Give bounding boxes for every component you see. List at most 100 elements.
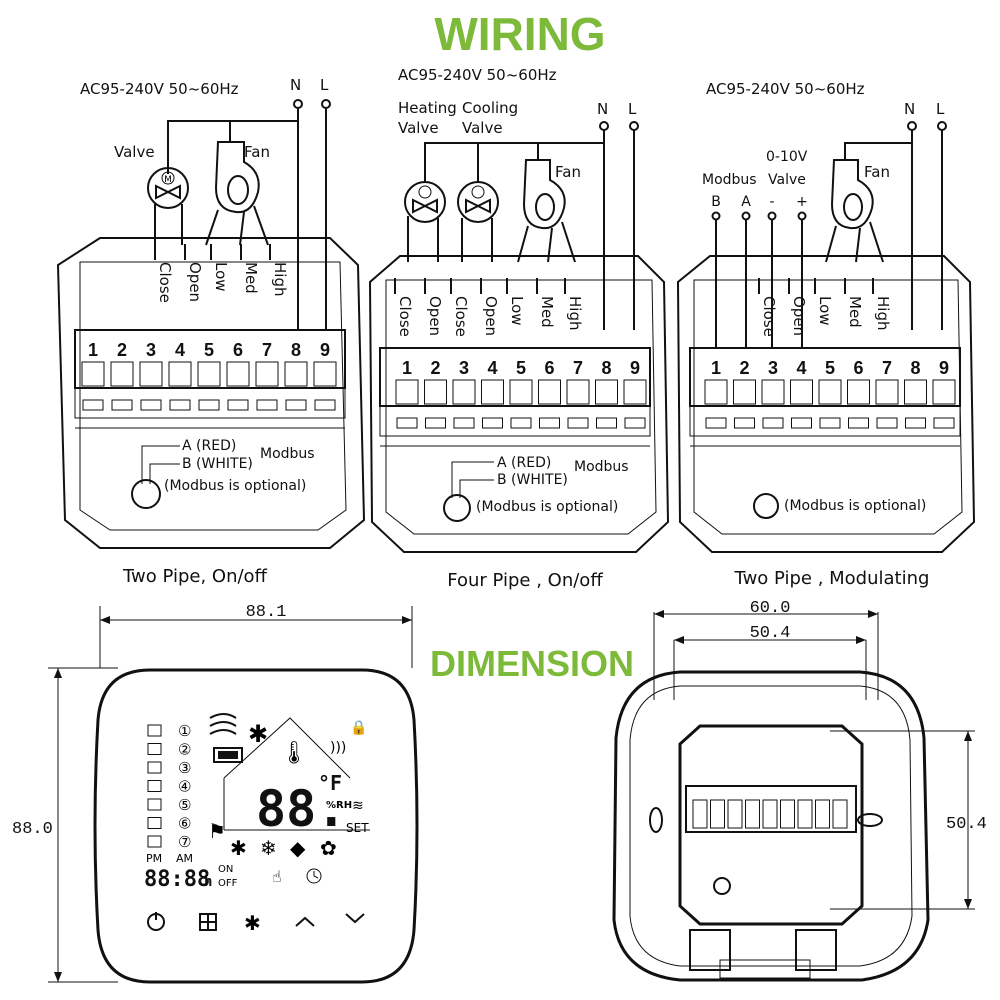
heating-label-1: Heating [398, 99, 457, 117]
modbus-port-icon [753, 493, 779, 519]
terminal-number: 2 [739, 358, 749, 378]
terminal-slot [481, 379, 504, 405]
terminal-number: 4 [175, 340, 185, 360]
wire-label: Close [156, 262, 174, 303]
cooling-valve-icon [457, 181, 499, 223]
terminal-slot [704, 379, 728, 405]
terminal-clamp [762, 417, 784, 429]
terminal-slot [110, 361, 134, 387]
menu-button[interactable] [199, 913, 217, 931]
terminal-slot [509, 379, 533, 405]
cooling-label-2: Valve [462, 119, 503, 137]
wire-label: High [566, 296, 584, 330]
back-outer-width-label: 60.0 [750, 599, 791, 618]
fan-icon [517, 159, 576, 263]
svg-text:M: M [164, 175, 172, 185]
snowflake-icon: ❄ [260, 836, 277, 860]
neutral-terminal-icon [599, 121, 609, 131]
temperature-readout: 88. [256, 780, 346, 838]
terminal-slot [761, 379, 785, 405]
wire-label: Open [482, 296, 500, 336]
pin-label: + [796, 194, 808, 210]
terminal-number: 6 [853, 358, 863, 378]
wire-label: Close [760, 296, 778, 337]
pin-terminal-icon [767, 211, 777, 221]
heating-label-2: Valve [398, 119, 439, 137]
terminal-number: 8 [291, 340, 301, 360]
off-label: OFF [218, 878, 238, 889]
dimension-title: DIMENSION [430, 643, 634, 684]
program-number: ⑦ [178, 833, 191, 851]
modbus-label: Modbus [574, 459, 629, 475]
program-number: ① [178, 722, 191, 740]
terminal-clamp [876, 417, 898, 429]
back-view: 60.0 50.4 50.4 [612, 599, 987, 982]
wire-label: Med [538, 296, 556, 328]
program-house-icon [147, 835, 162, 848]
wiring-title: WIRING [434, 8, 605, 60]
temperature-unit: °F [318, 771, 342, 795]
caption-four-pipe-onoff: Four Pipe , On/off [447, 570, 603, 591]
terminal-number: 5 [825, 358, 835, 378]
terminal-slot [818, 379, 842, 405]
pin-label: B [711, 194, 721, 210]
fan-button[interactable]: ✱ [244, 911, 261, 935]
terminal-number: 9 [939, 358, 949, 378]
battery-icon [213, 747, 243, 763]
wire-label: Close [452, 296, 470, 337]
power-button[interactable] [147, 912, 165, 931]
caption-two-pipe-onoff: Two Pipe, On/off [122, 566, 268, 587]
terminal-clamp [539, 417, 560, 429]
valve-icon: M [147, 167, 189, 209]
terminal-number: 6 [233, 340, 243, 360]
panel-two-pipe-onoff: AC95-240V 50~60Hz N L Valve Fan M [56, 76, 366, 587]
back-terminal-slot [710, 799, 725, 829]
terminal-number: 1 [402, 358, 412, 378]
fan-speed-icon: ✱ [248, 720, 268, 748]
pm-label: PM [146, 852, 162, 865]
terminal-slot [226, 361, 250, 387]
terminal-number: 4 [796, 358, 806, 378]
clock-readout: 88:88 [144, 867, 210, 892]
valve-label-1: 0-10V [766, 149, 808, 165]
thermometer-icon: 🌡 [280, 741, 308, 766]
terminal-clamp [567, 417, 589, 429]
wire-label: Med [846, 296, 864, 328]
terminal-slot [623, 379, 647, 405]
wire-label: Low [212, 262, 230, 292]
wire-label: Open [186, 262, 204, 302]
modbus-note: (Modbus is optional) [784, 498, 926, 514]
terminal-number: 3 [459, 358, 469, 378]
terminal-slot [284, 361, 308, 387]
terminal-clamp [82, 399, 104, 411]
live-label: L [936, 100, 945, 118]
terminal-slot [139, 361, 163, 387]
terminal-number: 7 [573, 358, 583, 378]
humidity-unit: %RH [326, 800, 352, 811]
up-button[interactable] [295, 916, 315, 927]
terminal-number: 4 [487, 358, 497, 378]
terminal-number: 5 [204, 340, 214, 360]
back-terminal-slot [692, 799, 708, 829]
program-house-icon [147, 724, 162, 737]
terminal-slot [313, 361, 337, 387]
heat-icon: ≋ [352, 798, 364, 814]
terminal-slot [197, 361, 221, 387]
pin-terminal-icon [797, 211, 807, 221]
terminal-clamp [848, 417, 869, 429]
modbus-label: Modbus [260, 446, 315, 462]
program-house-icon [147, 817, 162, 829]
terminal-number: 8 [910, 358, 920, 378]
live-label: L [628, 100, 637, 118]
down-button[interactable] [345, 913, 365, 924]
terminal-number: 8 [601, 358, 611, 378]
terminal-slot [255, 361, 279, 387]
program-number: ③ [178, 759, 191, 777]
terminal-clamp [791, 417, 812, 429]
terminal-number: 2 [117, 340, 127, 360]
live-terminal-icon [321, 99, 331, 109]
back-terminal-slot [780, 799, 795, 829]
terminal-slot [538, 379, 561, 405]
back-terminal-block [678, 724, 864, 926]
